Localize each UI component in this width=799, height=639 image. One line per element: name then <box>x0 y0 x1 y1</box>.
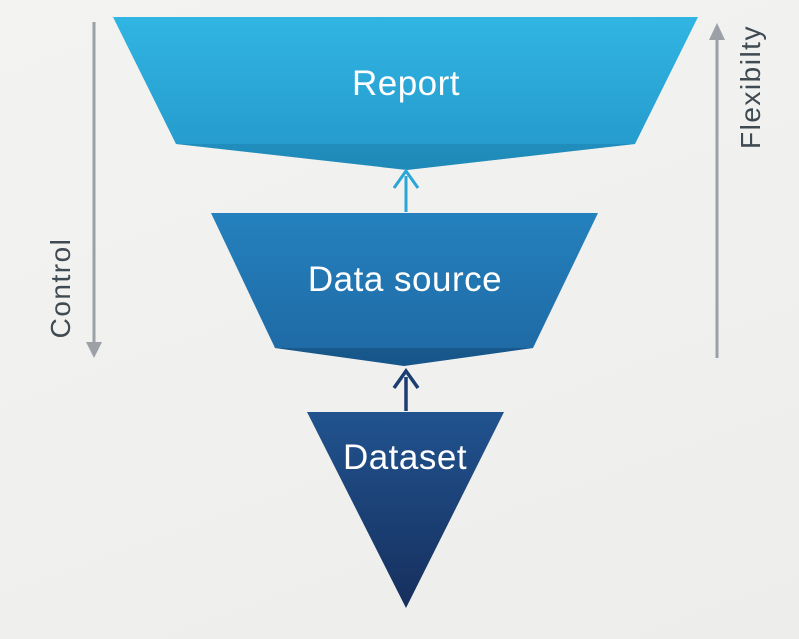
flexibility-axis-label: Flexibilty <box>735 25 766 149</box>
dataset-label: Dataset <box>342 438 468 477</box>
funnel-layer-dataset-shape <box>307 412 504 608</box>
up-arrowhead-icon <box>709 23 725 40</box>
datasource-label: Data source <box>307 260 503 299</box>
funnel-layer-datasource-shade-wedge <box>275 348 533 366</box>
up-arrow-dataset-to-datasource-icon <box>392 367 420 390</box>
funnel-layer-datasource-shape <box>211 213 598 366</box>
down-arrowhead-icon <box>86 342 102 358</box>
report-label: Report <box>351 64 461 103</box>
control-axis-label: Control <box>45 237 76 339</box>
up-arrow-datasource-to-report-icon <box>392 168 420 189</box>
funnel-layer-report-shade-wedge <box>176 144 635 170</box>
funnel-layer-report-shape <box>113 17 698 170</box>
